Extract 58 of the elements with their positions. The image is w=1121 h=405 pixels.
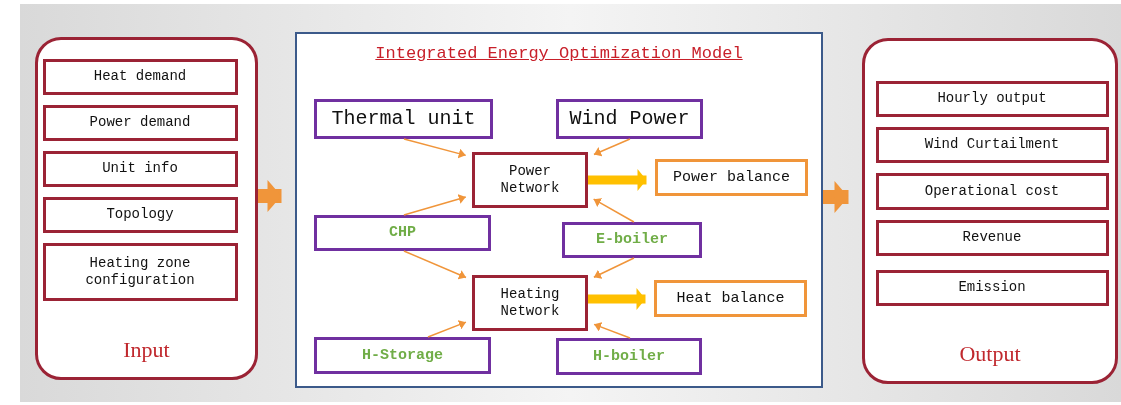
node-label: Heating zone configuration xyxy=(84,254,196,289)
node-label: E-boiler xyxy=(595,231,669,249)
node-label: Revenue xyxy=(961,229,1023,246)
label-box xyxy=(875,219,1109,256)
label-box xyxy=(314,99,493,139)
label-box xyxy=(875,172,1109,210)
arrow xyxy=(593,257,635,279)
container-panel xyxy=(862,38,1118,384)
node-label: Thermal unit xyxy=(330,107,477,131)
node-label: Wind Power xyxy=(568,107,691,131)
block-arrow xyxy=(588,169,647,191)
label-box xyxy=(562,222,702,258)
node-label: Heat balance xyxy=(675,289,786,308)
network-box xyxy=(472,275,588,331)
label-box xyxy=(42,242,238,301)
label-box xyxy=(42,58,238,95)
block-arrow xyxy=(588,288,646,310)
arrow xyxy=(593,138,631,157)
node-label: Unit info xyxy=(101,160,179,177)
node-label: CHP xyxy=(388,224,417,242)
node-label: Emission xyxy=(957,279,1027,296)
node-label: Heat demand xyxy=(92,68,188,85)
container-panel xyxy=(295,32,823,388)
node-label: Topology xyxy=(105,206,175,223)
label-box xyxy=(654,280,807,317)
network-box xyxy=(472,152,588,208)
arrow xyxy=(403,138,467,159)
label-box xyxy=(42,104,238,141)
arrow xyxy=(403,250,467,280)
label-box xyxy=(556,99,703,139)
panel-title: Output xyxy=(958,341,1022,367)
node-label: Operational cost xyxy=(923,182,1061,200)
panel-title: Integrated Energy Optimization Model xyxy=(374,44,744,63)
block-arrow xyxy=(822,181,849,213)
label-box xyxy=(42,196,238,233)
node-label: Power Network xyxy=(499,163,561,197)
node-label: H-boiler xyxy=(592,347,666,366)
arrow xyxy=(403,194,467,216)
node-label: Heating Network xyxy=(499,286,561,320)
label-box xyxy=(42,150,238,187)
label-box xyxy=(314,215,491,251)
container-panel xyxy=(35,37,258,380)
panel-title: Input xyxy=(122,337,171,363)
node-label: Power balance xyxy=(672,168,791,187)
node-label: Hourly output xyxy=(936,90,1048,107)
label-box xyxy=(556,338,702,375)
node-label: Power demand xyxy=(88,114,192,131)
block-arrow xyxy=(257,180,282,212)
label-box xyxy=(655,159,808,196)
node-label: Wind Curtailment xyxy=(923,136,1061,153)
arrow xyxy=(593,322,631,339)
arrow xyxy=(592,198,635,223)
label-box xyxy=(875,126,1109,163)
arrow xyxy=(427,320,467,338)
node-label: H-Storage xyxy=(361,346,444,365)
label-box xyxy=(875,80,1109,117)
label-box xyxy=(314,337,491,374)
label-box xyxy=(875,269,1109,306)
